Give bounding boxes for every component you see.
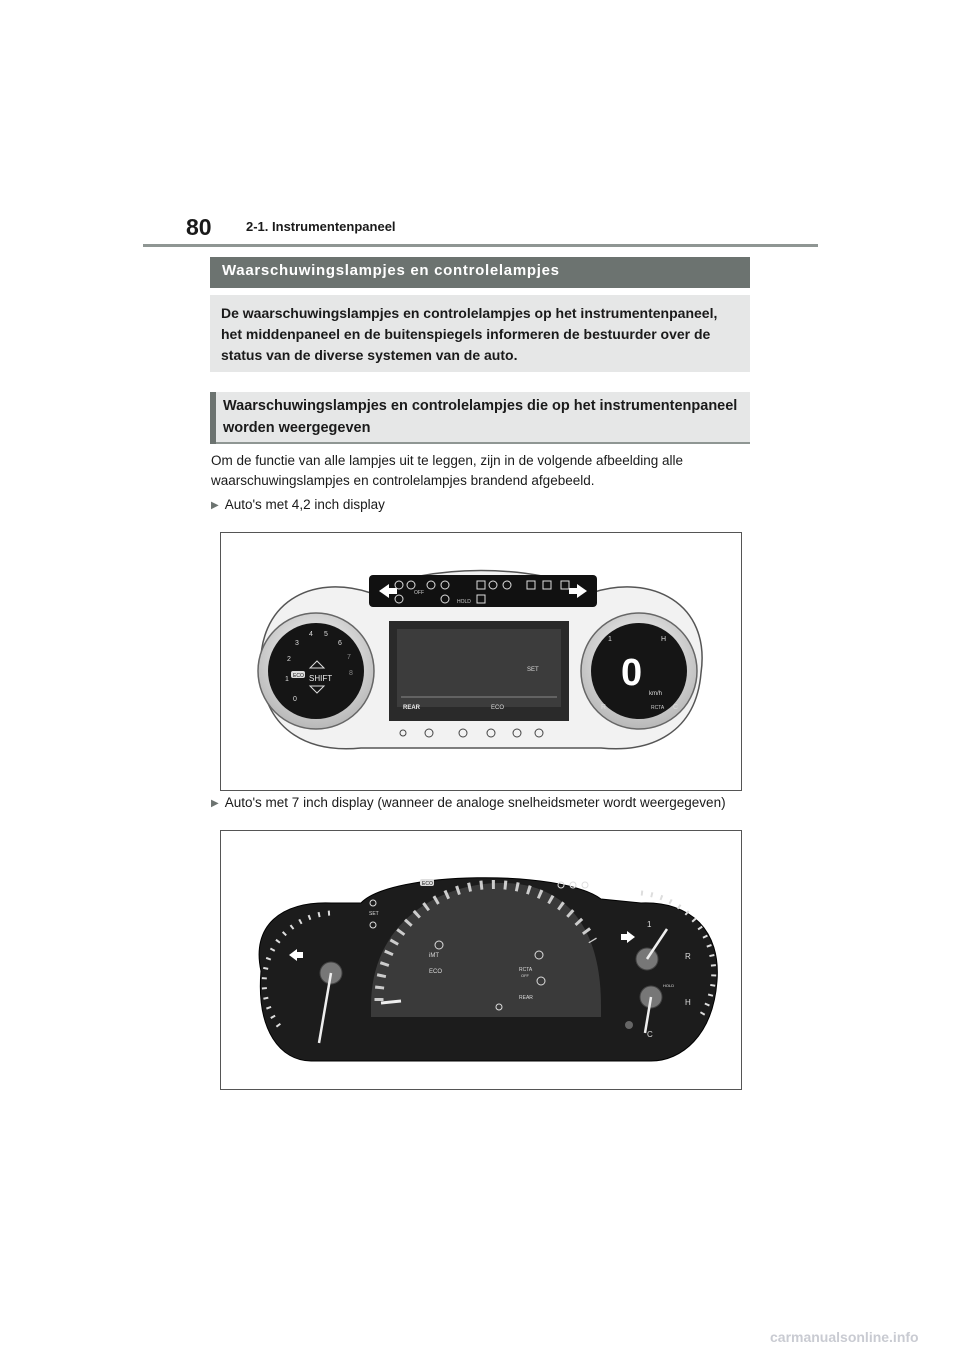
turn-right-arrow-icon xyxy=(621,931,635,943)
header-rule xyxy=(143,244,818,247)
eco-badge xyxy=(420,879,434,886)
shift-down-icon xyxy=(308,685,326,694)
off-label: OFF xyxy=(521,973,530,978)
intro-text: De waarschuwingslampjes en controlelampj… xyxy=(221,305,718,363)
subsection-accent xyxy=(210,392,216,444)
eco-badge-label: ECO xyxy=(293,673,304,679)
section-bar xyxy=(210,257,750,288)
eco-label: ECO xyxy=(491,705,504,711)
eco-badge xyxy=(291,671,305,678)
left-gauge-ticks xyxy=(261,910,332,1028)
cluster-42-illustration: OFF HOLD 0 1 2 3 4 5 6 7 8 ECO SHIFT SET… xyxy=(257,569,703,750)
turn-right-arrow-icon xyxy=(569,584,587,598)
rcta-label: RCTA xyxy=(651,705,665,711)
fuel-r-label: R xyxy=(601,704,606,711)
eco-label: ECO xyxy=(429,969,442,975)
temp-h-label: H xyxy=(661,636,666,643)
eco-badge-label: ECO xyxy=(422,881,433,887)
bullet-label: Auto's met 7 inch display (wanneer de an… xyxy=(224,795,726,810)
rear-label: REAR xyxy=(519,995,533,1001)
tach-num-4: 4 xyxy=(309,631,313,638)
tach-num-3: 3 xyxy=(295,640,299,647)
gauge-h-label: H xyxy=(685,998,691,1007)
speed-value: 0 xyxy=(621,652,642,694)
gauge-r-label: R xyxy=(685,952,691,961)
shift-up-icon xyxy=(308,660,326,669)
speedo-face xyxy=(591,623,687,719)
speed-unit: km/h xyxy=(649,691,662,697)
bullet-label: Auto's met 4,2 inch display xyxy=(224,497,385,512)
screen-icons xyxy=(369,881,589,1011)
rcta-label: RCTA xyxy=(519,967,533,973)
rear-label: REAR xyxy=(403,705,421,711)
gauge-1-label: 1 xyxy=(647,920,652,929)
tach-num-1: 1 xyxy=(285,676,289,683)
lower-gauge-needle xyxy=(643,996,653,1034)
right-gauge-ticks xyxy=(640,890,717,1018)
strip-icons xyxy=(394,580,570,604)
temp-c-label: C xyxy=(673,704,678,711)
gauge-c-label: C xyxy=(647,1030,653,1039)
center-screen xyxy=(371,883,601,1017)
bottom-icons xyxy=(399,728,544,738)
bullet-item-42-inch: ▶ Auto's met 4,2 inch display xyxy=(211,497,385,512)
turn-left-arrow-icon xyxy=(379,584,397,598)
subsection-box xyxy=(210,392,750,444)
hold-label: HOLD xyxy=(663,983,674,988)
fuel-1-label: 1 xyxy=(608,636,612,643)
tach-num-5: 5 xyxy=(324,631,328,638)
imt-label: iMT xyxy=(429,953,439,959)
speed-needle xyxy=(380,999,402,1005)
shift-label: SHIFT xyxy=(309,674,332,683)
triangle-bullet-icon: ▶ xyxy=(211,798,219,809)
tach-num-8: 8 xyxy=(349,670,353,677)
triangle-bullet-icon: ▶ xyxy=(211,500,219,511)
intro-box xyxy=(210,295,750,372)
strip-off-label: OFF xyxy=(414,590,424,596)
tach-num-6: 6 xyxy=(338,640,342,647)
body-paragraph: Om de functie van alle lampjes uit te le… xyxy=(211,453,684,488)
page-number: 80 xyxy=(186,214,212,240)
tach-face xyxy=(268,623,364,719)
upper-gauge-needle xyxy=(645,928,669,960)
bullet-item-7-inch: ▶ Auto's met 7 inch display (wanneer de a… xyxy=(211,795,726,810)
tach-num-2: 2 xyxy=(287,656,291,663)
warning-strip xyxy=(369,575,597,607)
watermark: carmanualsonline.info xyxy=(770,1329,919,1345)
strip-hold-label: HOLD xyxy=(457,599,471,605)
set-label: SET xyxy=(369,911,379,917)
tach-num-7: 7 xyxy=(347,654,351,661)
figure-cluster-42-inch: OFF HOLD 0 1 2 3 4 5 6 7 8 ECO SHIFT SET… xyxy=(220,532,742,791)
left-gauge-needle xyxy=(317,972,333,1044)
tach-num-0: 0 xyxy=(293,696,297,703)
cluster-7-illustration: ECO SET iMT ECO RCTA OFF REAR 1 R H C HO… xyxy=(258,877,718,1062)
reset-knob xyxy=(625,1021,633,1029)
center-screen xyxy=(397,629,561,707)
turn-left-arrow-icon xyxy=(289,949,303,961)
section-title: Waarschuwingslampjes en controlelampjes xyxy=(222,262,560,279)
chapter-title: 2-1. Instrumentenpaneel xyxy=(246,219,396,234)
subsection-title: Waarschuwingslampjes en controlelampjes … xyxy=(223,398,738,436)
figure-cluster-7-inch: ECO SET iMT ECO RCTA OFF REAR 1 R H C HO… xyxy=(220,830,742,1090)
set-label: SET xyxy=(527,667,539,673)
